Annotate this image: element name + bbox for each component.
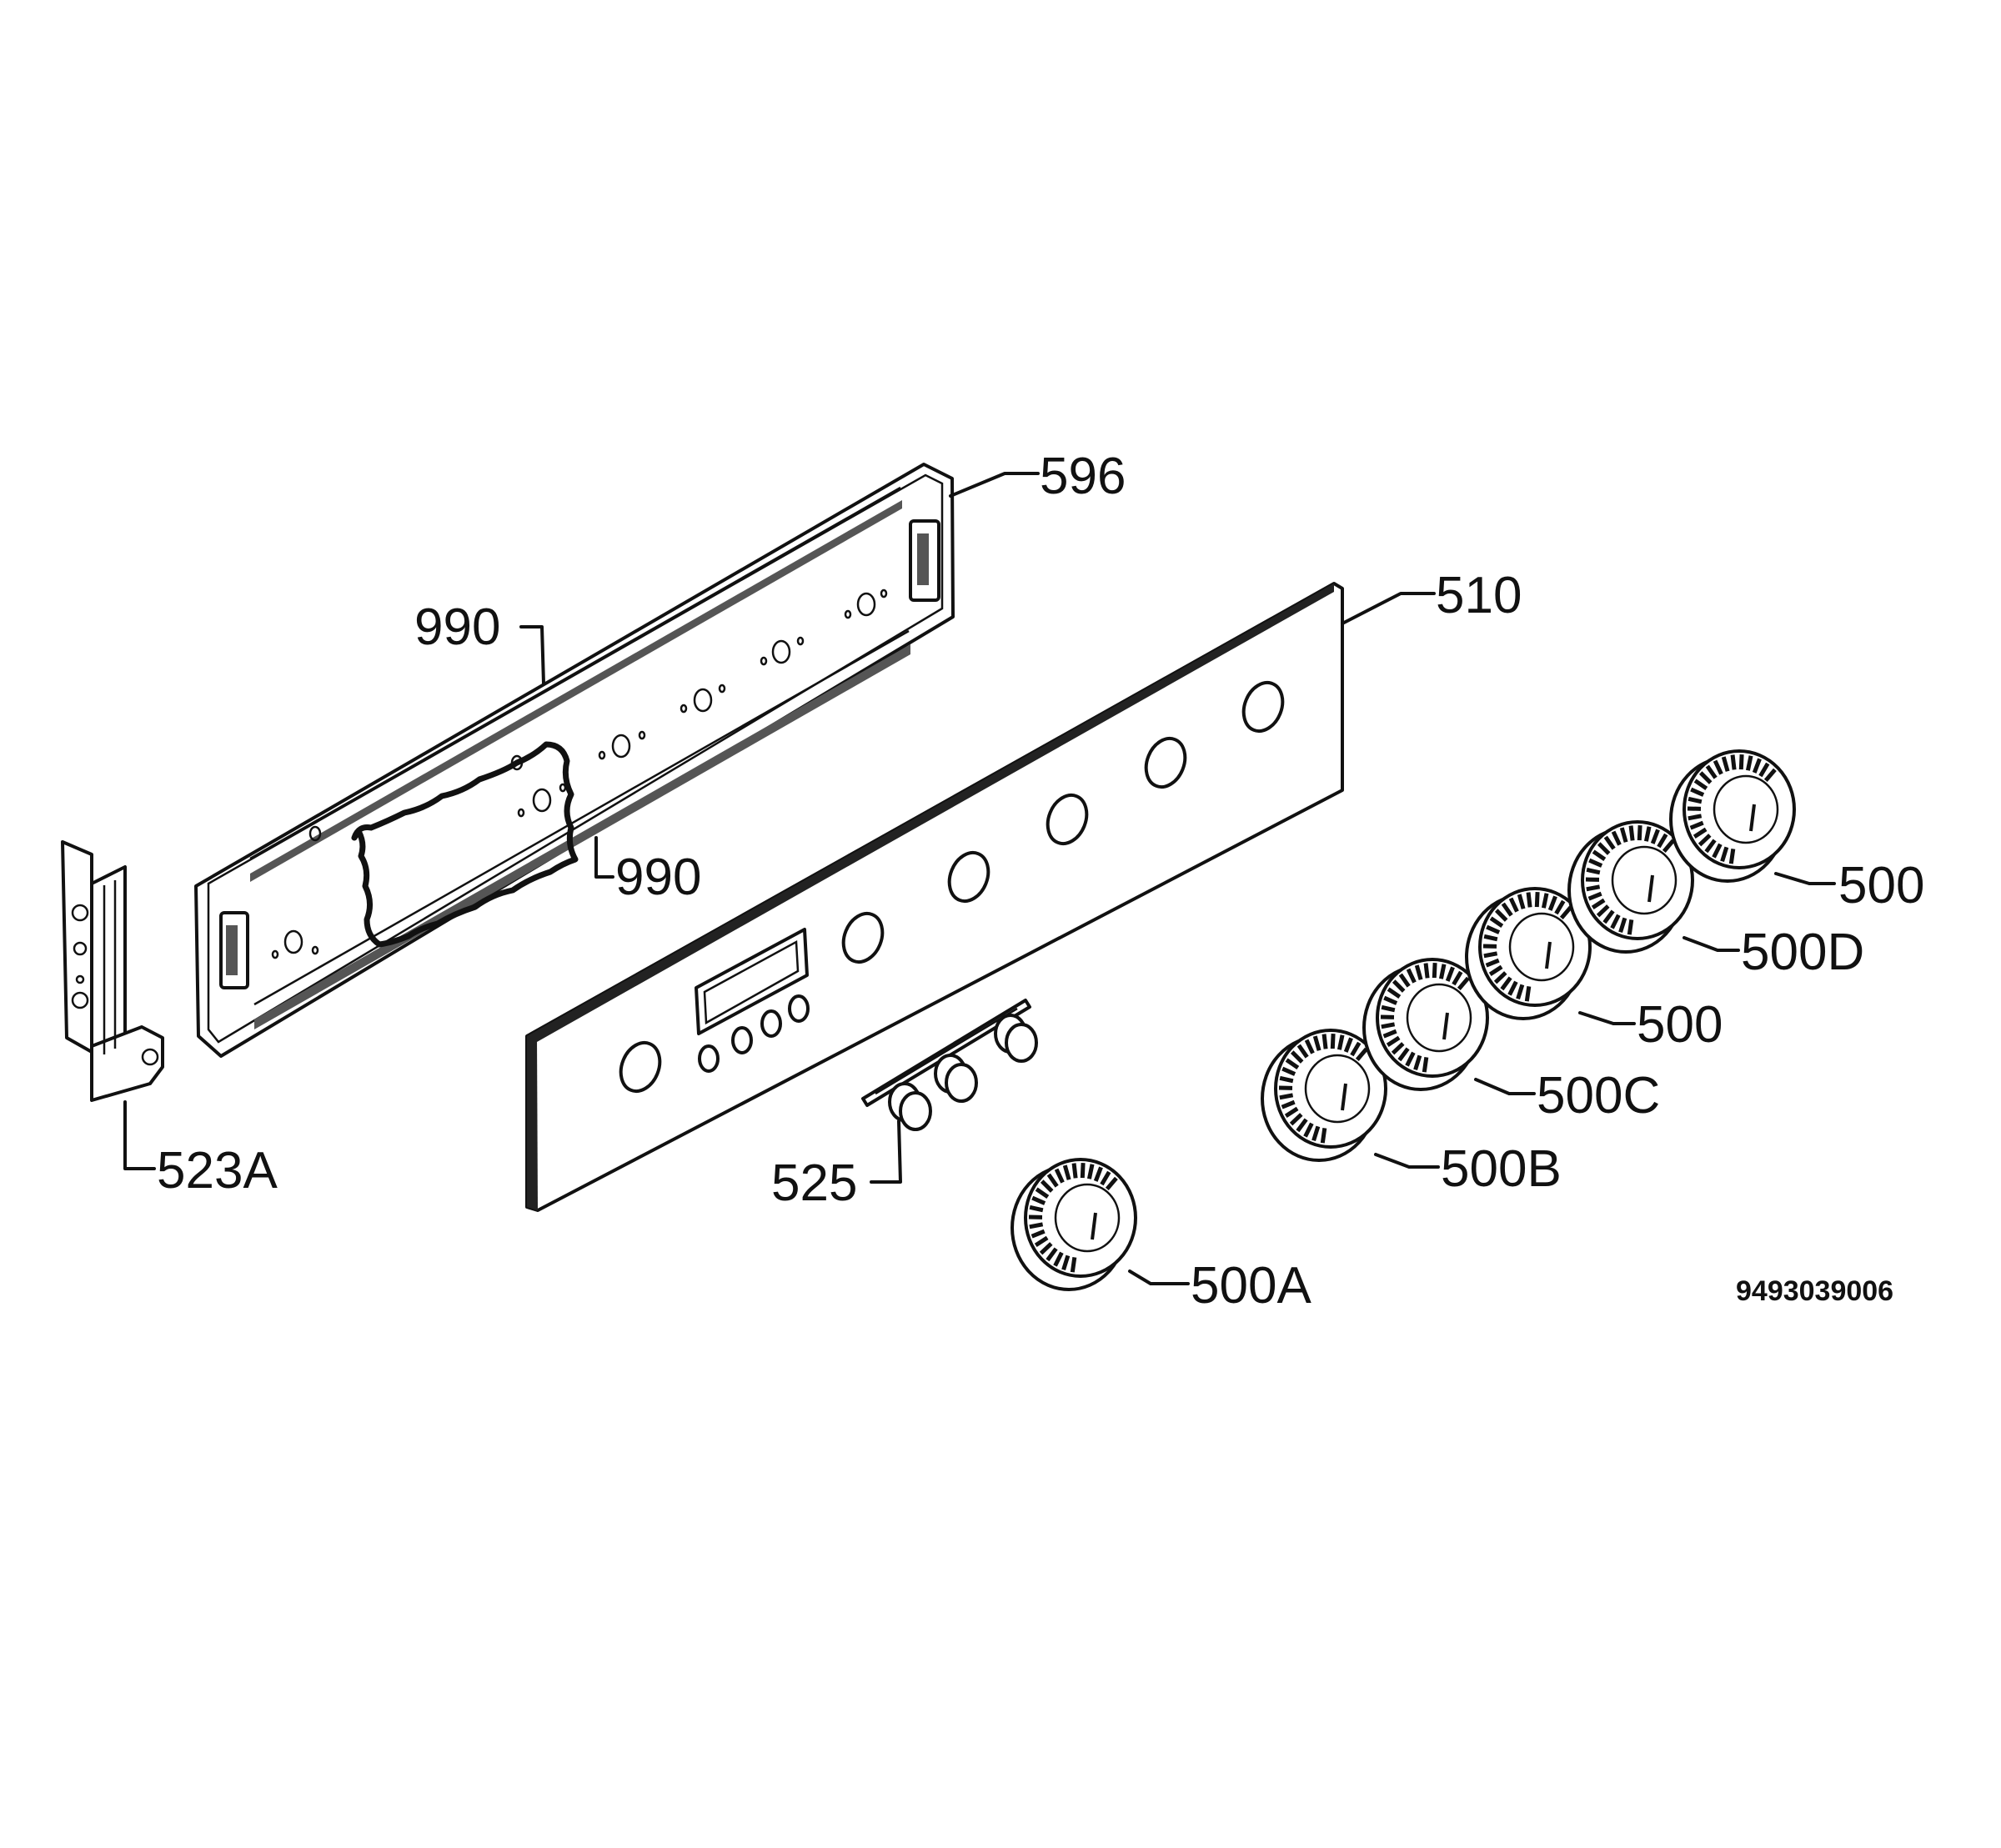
- callout-510: 510: [1436, 567, 1522, 624]
- knob-500A: [1011, 1158, 1137, 1291]
- part-596-panel-frame: [194, 463, 955, 1058]
- leader-lines: [123, 472, 1836, 1285]
- knob-500-mid: [1465, 887, 1592, 1020]
- callout-500-mid: 500: [1637, 996, 1723, 1054]
- callout-525: 525: [771, 1154, 857, 1212]
- callout-990-bottom: 990: [615, 849, 701, 906]
- callout-990-top: 990: [414, 598, 500, 656]
- control-knobs: [1011, 749, 1796, 1291]
- callout-500C: 500C: [1537, 1067, 1660, 1124]
- callout-500-top: 500: [1838, 857, 1924, 914]
- callout-523A: 523A: [157, 1142, 278, 1199]
- callout-500A: 500A: [1191, 1257, 1311, 1315]
- knob-500D: [1567, 820, 1694, 954]
- knob-500C: [1362, 958, 1489, 1091]
- callout-596: 596: [1040, 448, 1126, 505]
- callout-500B: 500B: [1441, 1140, 1562, 1198]
- callout-labels: 596 990 990 510 523A 525 500A 500B 500C …: [157, 448, 1924, 1315]
- knob-500B: [1261, 1029, 1387, 1162]
- part-525-push-buttons: [861, 999, 1038, 1131]
- knob-500-top: [1669, 749, 1796, 883]
- part-523A-bracket: [61, 840, 164, 1102]
- document-code: 9493039006: [1736, 1275, 1893, 1307]
- callout-500D: 500D: [1741, 924, 1864, 981]
- part-510-facia-panel: [525, 582, 1344, 1212]
